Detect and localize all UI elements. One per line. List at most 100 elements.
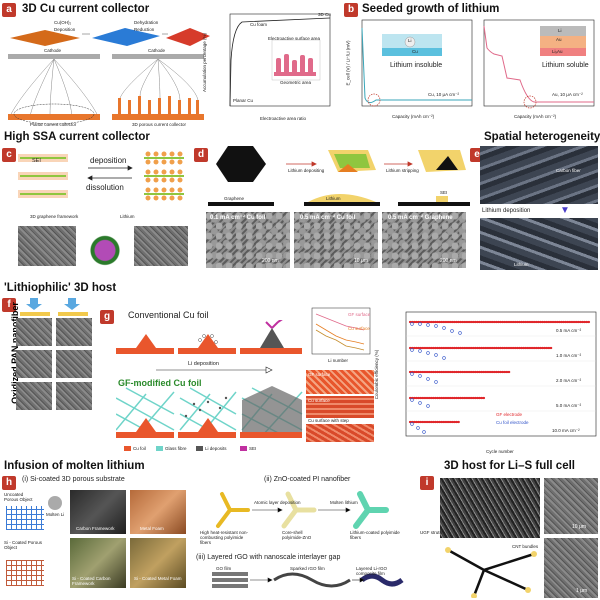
panel-a-title: 3D Cu current collector <box>22 3 150 15</box>
i-sem-2 <box>544 538 598 598</box>
cu-step-label: Cu surface with step <box>308 418 349 423</box>
d-img3-label: 0.5 mA cm⁻² Graphene <box>388 215 453 221</box>
b-xlabel-1: Capacity (mAh cm⁻²) <box>392 114 435 119</box>
cu-rate-label: Cu, 10 μA cm⁻² <box>428 92 459 97</box>
d-sb3: 200 nm <box>440 258 457 264</box>
uncoated-label: Uncoated Porous Object <box>4 492 33 502</box>
gf-surface-img-label: GF surface <box>308 372 331 377</box>
conventional-label: Conventional Cu foil <box>128 310 209 320</box>
f-sem-6 <box>56 382 92 410</box>
h-sub3-label: (iii) Layered rGO with nanoscale interla… <box>196 554 341 561</box>
panel-h-title: Infusion of molten lithium <box>4 460 145 472</box>
f-sem-2 <box>56 318 92 346</box>
li-deposition-arrow: ▼ <box>560 205 570 216</box>
panel-b-charts <box>361 19 595 109</box>
lithium-label-d: Lithium <box>326 196 341 201</box>
dehydration-label: Dehydration <box>134 20 159 25</box>
legend-cu-foil <box>124 446 131 451</box>
d-sb1: 200 nm <box>262 258 279 264</box>
cuoh-label: Cu(OH)₂ <box>54 20 72 25</box>
molten-label-h: Molten Li <box>46 512 65 517</box>
panel-i-title: 3D host for Li–S full cell <box>444 460 575 472</box>
si-metal-photo <box>130 538 186 588</box>
metal-foam-photo <box>130 490 186 534</box>
sei-label: SEI <box>32 158 41 164</box>
ugf-label: UGF struts <box>420 530 442 535</box>
panel-h-letter: h <box>2 476 16 490</box>
planar-cc-label: Planar current collector <box>30 122 77 127</box>
li-deposition-label-g: Li deposition <box>188 361 219 367</box>
electroactive-label: Electroactive surface area <box>268 36 321 41</box>
au-rate-label: Au, 10 μA cm⁻² <box>552 92 583 97</box>
i-sb2: 1 μm <box>576 588 588 594</box>
ald-label: Atomic layer deposition <box>254 500 301 505</box>
legend-sei-label: SEI <box>249 446 257 451</box>
cu-foam-label: Cu foam <box>250 22 268 27</box>
sparked-label: Sparked rGO film <box>290 566 325 571</box>
rate-label-2: 1.0 mA cm⁻² <box>556 353 582 358</box>
li-number-label: Li number <box>328 358 349 363</box>
li-deposition-label: Lithium deposition <box>482 208 531 214</box>
lithium-label-c: Lithium <box>120 214 135 219</box>
rate-label-4: 5.0 mA cm⁻² <box>556 403 582 408</box>
a-xlabel: Electroactive area ratio <box>260 116 307 121</box>
thistle-image <box>80 224 130 268</box>
graphene-sem-image <box>18 226 76 266</box>
cu-3d-label: 3D Cu <box>318 12 331 17</box>
uncoated-grid <box>6 506 44 530</box>
panel-a-chart <box>229 13 331 107</box>
panel-h-schematics <box>212 491 404 588</box>
reduction-label: Reduction <box>134 27 155 32</box>
ce-chart <box>405 311 597 437</box>
carbon-fw-photo <box>70 490 126 534</box>
panel-a-letter: a <box>2 3 16 17</box>
lithium-sem-image <box>134 226 188 266</box>
molten-li-label: Molten lithium <box>330 500 358 505</box>
panel-e-title: Spatial heterogeneity <box>484 131 600 143</box>
b-liau-label: LiₓAu <box>552 49 563 54</box>
cu-surface-render <box>306 396 374 418</box>
lithium-label-e: Lithium <box>514 262 529 267</box>
coreshell-label: Core-shell polyimide-ZnO <box>282 530 312 540</box>
pi-label: High heat-resistant non-combusting polyi… <box>200 530 249 545</box>
cu-step-render <box>306 424 374 442</box>
layered-label: Layered Li-rGO composite film <box>356 566 388 576</box>
d-sem-3 <box>382 212 466 268</box>
rate-label-5: 10.0 mA cm⁻² <box>552 428 580 433</box>
ce-ylabel: Coulombic efficiency (%) <box>374 349 380 400</box>
rate-label-3: 2.0 mA cm⁻² <box>556 378 582 383</box>
panel-g-schematic <box>116 320 303 438</box>
d-img1-label: 0.1 mA cm⁻² Cu foil <box>210 215 266 221</box>
lithium-depositing-label: Lithium depositing <box>288 168 325 173</box>
i-sem-1 <box>544 478 598 534</box>
legend-li-deposits-label: Li deposits <box>205 446 227 451</box>
lithium-render <box>480 218 598 270</box>
si-carbon-photo <box>70 538 126 588</box>
a-ylabel: Accumulation percentage (%) <box>202 32 208 93</box>
metal-foam-label: Metal Foam <box>140 526 164 531</box>
panel-d-letter: d <box>194 148 208 162</box>
i-sb1: 10 μm <box>572 524 586 530</box>
cu-electrode-legend: Cu foil electrode <box>496 420 529 425</box>
b-li-label: Li <box>408 38 412 43</box>
panel-f-title: 'Lithiophilic' 3D host <box>4 282 117 294</box>
b-cu-label: Cu <box>412 49 418 54</box>
li-coated-label: Lithium-coated polyimide fibers <box>350 530 400 540</box>
f-sem-1 <box>16 318 52 346</box>
gf-modified-label: GF-modified Cu foil <box>118 378 202 388</box>
d-img2-label: 0.5 mA cm⁻² Cu foil <box>300 215 356 221</box>
panel-c-heading: High SSA current collector <box>4 131 150 143</box>
legend-cu-foil-label: Cu foil <box>133 446 146 451</box>
panel-c-schematic <box>18 151 184 201</box>
deposition-label-c: deposition <box>90 156 127 165</box>
cnt-bundle-render <box>445 547 537 598</box>
b-li2-label: Li <box>558 28 562 33</box>
f-sem-4 <box>56 350 92 378</box>
graphene-label: Graphene <box>224 196 245 201</box>
gf-surface-legend: GF surface <box>348 312 371 317</box>
b-xlabel-2: Capacity (mAh cm⁻²) <box>514 114 557 119</box>
ce-xlabel: Cycle number <box>486 449 514 454</box>
cathode-label-2: Cathode <box>148 48 166 53</box>
dissolution-label: dissolution <box>86 183 124 192</box>
panel-i-letter: i <box>420 476 434 490</box>
